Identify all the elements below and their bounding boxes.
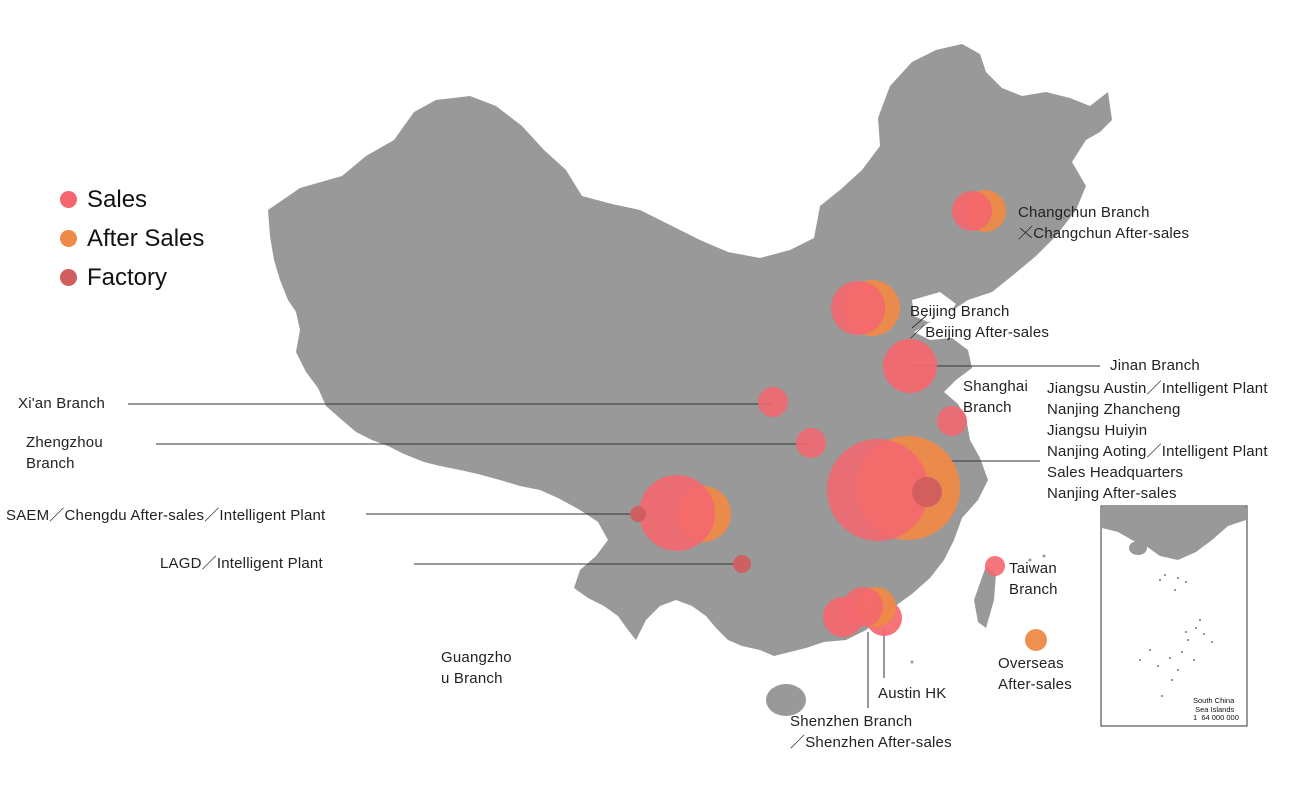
bubble-overseas-after-sales [1025, 629, 1047, 651]
bubble-shanghai-sales [937, 406, 967, 436]
inset-caption: South China Sea Islands 1 64 000 000 [1193, 696, 1239, 723]
label-shanghai: Shanghai Branch [963, 378, 1028, 416]
legend-item-after-sales: After Sales [60, 219, 204, 258]
inset-island-dot [1139, 659, 1141, 661]
inset-island-dot [1164, 574, 1166, 576]
inset-island-dot [1169, 657, 1171, 659]
inset-island-dot [1171, 679, 1173, 681]
sales-dot-icon [60, 191, 77, 208]
bubble-nanjing-sales [827, 439, 929, 541]
after-sales-dot-icon [60, 230, 77, 247]
inset-hainan [1129, 541, 1147, 555]
inset-island-dots [1139, 574, 1213, 697]
label-jinan: Jinan Branch [1110, 357, 1200, 374]
inset-island-dot [1199, 619, 1201, 621]
inset-island-dot [1203, 633, 1205, 635]
inset-island-dot [1185, 581, 1187, 583]
legend-label: Factory [87, 263, 168, 291]
leader-changchun [1019, 227, 1033, 239]
island-dot [910, 660, 914, 664]
inset-island-dot [1174, 589, 1176, 591]
inset-island-dot [1177, 669, 1179, 671]
label-zhengzhou: Zhengzhou Branch [26, 434, 103, 472]
bubble-lagd-factory [733, 555, 751, 573]
inset-island-dot [1195, 627, 1197, 629]
legend-label: After Sales [87, 224, 205, 252]
inset-island-dot [1193, 659, 1195, 661]
legend-item-sales: Sales [60, 180, 204, 219]
inset-island-dot [1187, 639, 1189, 641]
legend: Sales After Sales Factory [60, 180, 204, 297]
inset-island-dot [1157, 665, 1159, 667]
bubble-shenzhen-sales [843, 587, 883, 627]
factory-dot-icon [60, 269, 77, 286]
bubble-nanjing-factory [912, 477, 942, 507]
hainan-island [766, 684, 806, 716]
island-dot [1028, 558, 1032, 562]
label-austin-hk: Austin HK [878, 685, 947, 702]
label-shenzhen: Shenzhen Branch ／Shenzhen After-sales [790, 713, 952, 751]
bubble-beijing-sales [831, 281, 885, 335]
island-dot [1042, 554, 1046, 558]
bubble-zhengzhou-sales [796, 428, 826, 458]
label-taiwan: Taiwan Branch [1009, 560, 1058, 598]
bubble-changchun-sales [952, 191, 992, 231]
label-lagd: LAGD／Intelligent Plant [160, 555, 323, 572]
inset-island-dot [1177, 577, 1179, 579]
inset-island-dot [1211, 641, 1213, 643]
bubble-chengdu-sales [639, 475, 715, 551]
label-overseas: Overseas After-sales [998, 655, 1072, 693]
label-changchun: Changchun Branch ／Changchun After-sales [1018, 204, 1190, 242]
legend-item-factory: Factory [60, 258, 204, 297]
label-xian: Xi'an Branch [18, 395, 105, 412]
label-guangzhou: Guangzho u Branch [441, 649, 512, 687]
bubble-taiwan-sales [985, 556, 1005, 576]
inset-island-dot [1159, 579, 1161, 581]
bohai-bay [912, 292, 956, 322]
leader-beijing [911, 315, 927, 329]
bubble-jinan-sales [883, 339, 937, 393]
inset-land [1102, 507, 1246, 560]
label-nanjing: Jiangsu Austin／Intelligent Plant Nanjing… [1047, 380, 1268, 502]
inset-island-dot [1185, 631, 1187, 633]
bubble-xian-sales [758, 387, 788, 417]
inset-island-dot [1161, 695, 1163, 697]
bubbles [630, 190, 1047, 651]
label-chengdu: SAEM／Chengdu After-sales／Intelligent Pla… [6, 507, 326, 524]
inset-island-dot [1181, 651, 1183, 653]
label-beijing: Beijing Branch ／Beijing After-sales [910, 303, 1050, 341]
leader-lines [128, 227, 1100, 708]
legend-label: Sales [87, 185, 148, 213]
bubble-chengdu-factory [630, 506, 646, 522]
inset-island-dot [1149, 649, 1151, 651]
taiwan-island [974, 566, 996, 628]
